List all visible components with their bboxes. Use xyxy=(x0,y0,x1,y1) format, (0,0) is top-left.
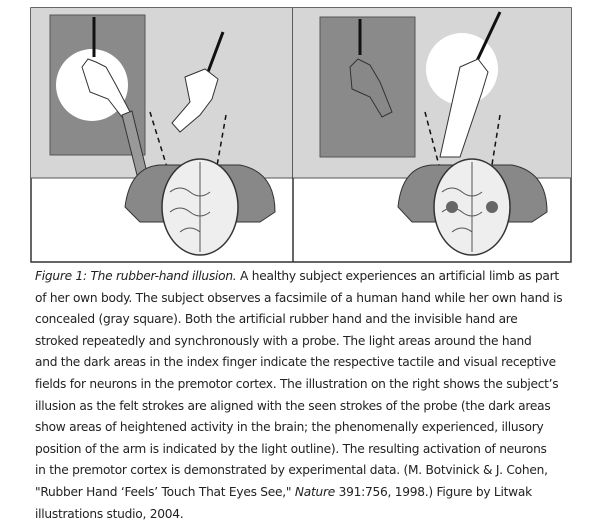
caption-line: stroked repeatedly and synchronously wit… xyxy=(35,333,532,348)
journal-name: Nature xyxy=(294,484,335,499)
caption-line: "Rubber Hand ‘Feels’ Touch That Eyes See… xyxy=(35,482,575,504)
caption-line: illustrations studio, 2004. xyxy=(35,506,184,521)
caption-line: in the premotor cortex is demonstrated b… xyxy=(35,463,548,478)
caption-text: "Rubber Hand ‘Feels’ Touch That Eyes See… xyxy=(35,484,295,499)
caption-text: 391:756, 1998.) Figure by Litwak xyxy=(335,484,533,499)
caption-text: A healthy subject experiences an artific… xyxy=(236,269,559,283)
caption-line: Figure 1: The rubber-hand illusion. A he… xyxy=(35,266,575,288)
left-panel xyxy=(31,8,293,256)
caption-line: of her own body. The subject observes a … xyxy=(35,290,563,305)
activity-area xyxy=(486,201,498,213)
caption-line: position of the arm is indicated by the … xyxy=(35,441,547,456)
rubber-hand xyxy=(171,68,219,133)
rubber-hand-illusion-figure xyxy=(30,7,572,263)
figure-caption: Figure 1: The rubber-hand illusion. A he… xyxy=(35,266,575,525)
caption-figure-title: Figure 1: The rubber-hand illusion. xyxy=(35,269,237,283)
caption-line: fields for neurons in the premotor corte… xyxy=(35,376,559,391)
caption-line: concealed (gray square). Both the artifi… xyxy=(35,312,518,327)
caption-line: show areas of heightened activity in the… xyxy=(35,420,544,435)
caption-line: illusion as the felt strokes are aligned… xyxy=(35,398,551,413)
right-panel xyxy=(293,8,571,256)
illusory-arm-outline xyxy=(439,58,489,158)
probe xyxy=(206,31,225,73)
activity-area xyxy=(446,201,458,213)
real-hand xyxy=(349,58,393,118)
real-hand xyxy=(81,58,131,118)
probe xyxy=(473,11,502,66)
caption-line: and the dark areas in the index finger i… xyxy=(35,355,556,370)
